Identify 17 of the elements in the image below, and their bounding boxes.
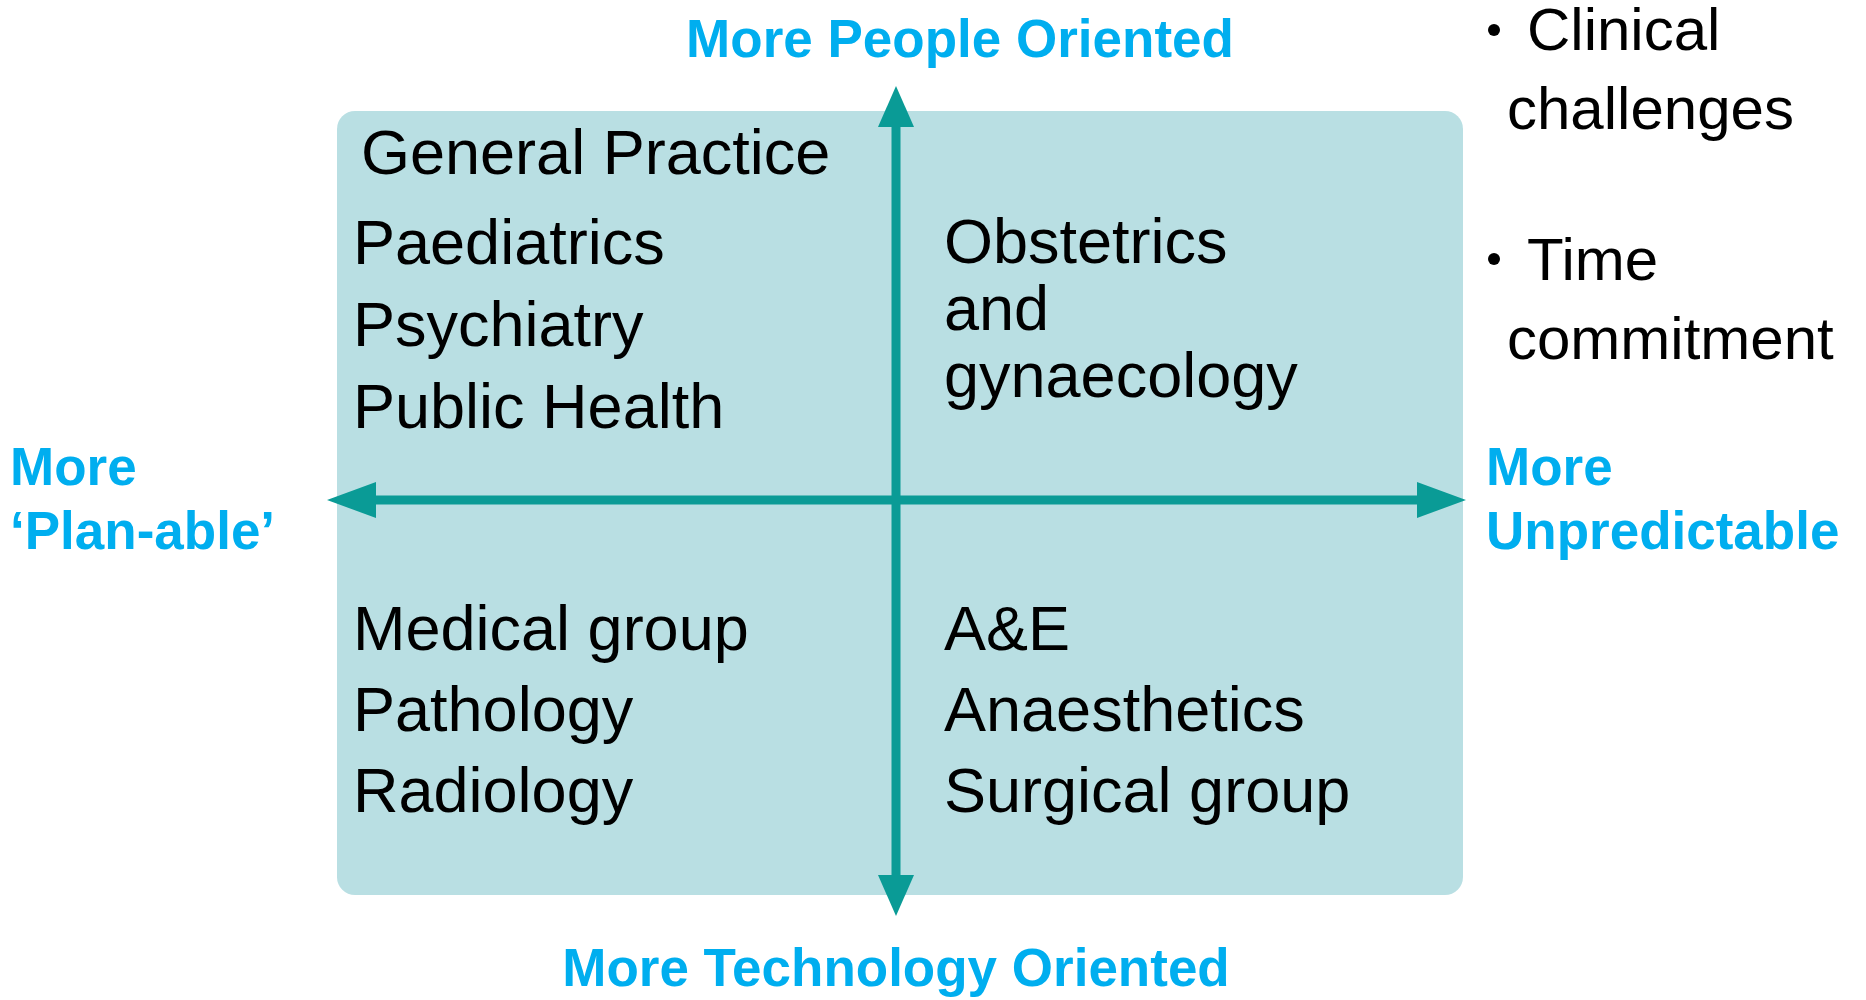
- specialty-text: Public Health: [353, 371, 725, 441]
- axis-label: More Unpredictable: [1486, 436, 1841, 562]
- specialty-text: Radiology: [353, 755, 634, 825]
- specialty-text: Psychiatry: [353, 289, 644, 359]
- bullet-text: Time commitment: [1507, 225, 1835, 374]
- bullet-text: Clinical challenges: [1507, 0, 1795, 144]
- specialty-text: A&E: [944, 593, 1071, 663]
- axis-label: More People Oriented: [685, 8, 1235, 70]
- specialty-text: General Practice: [361, 117, 831, 187]
- specialty-text: Pathology: [353, 674, 634, 744]
- axis-label: More ‘Plan-able’: [10, 436, 277, 562]
- axis-label: More Technology Oriented: [561, 937, 1231, 999]
- specialty-text: Surgical group: [944, 755, 1351, 825]
- specialty-text: Obstetrics and gynaecology: [944, 208, 1299, 409]
- specialty-text: Anaesthetics: [944, 674, 1305, 744]
- specialty-text: Paediatrics: [353, 207, 665, 277]
- specialty-text: Medical group: [353, 593, 749, 663]
